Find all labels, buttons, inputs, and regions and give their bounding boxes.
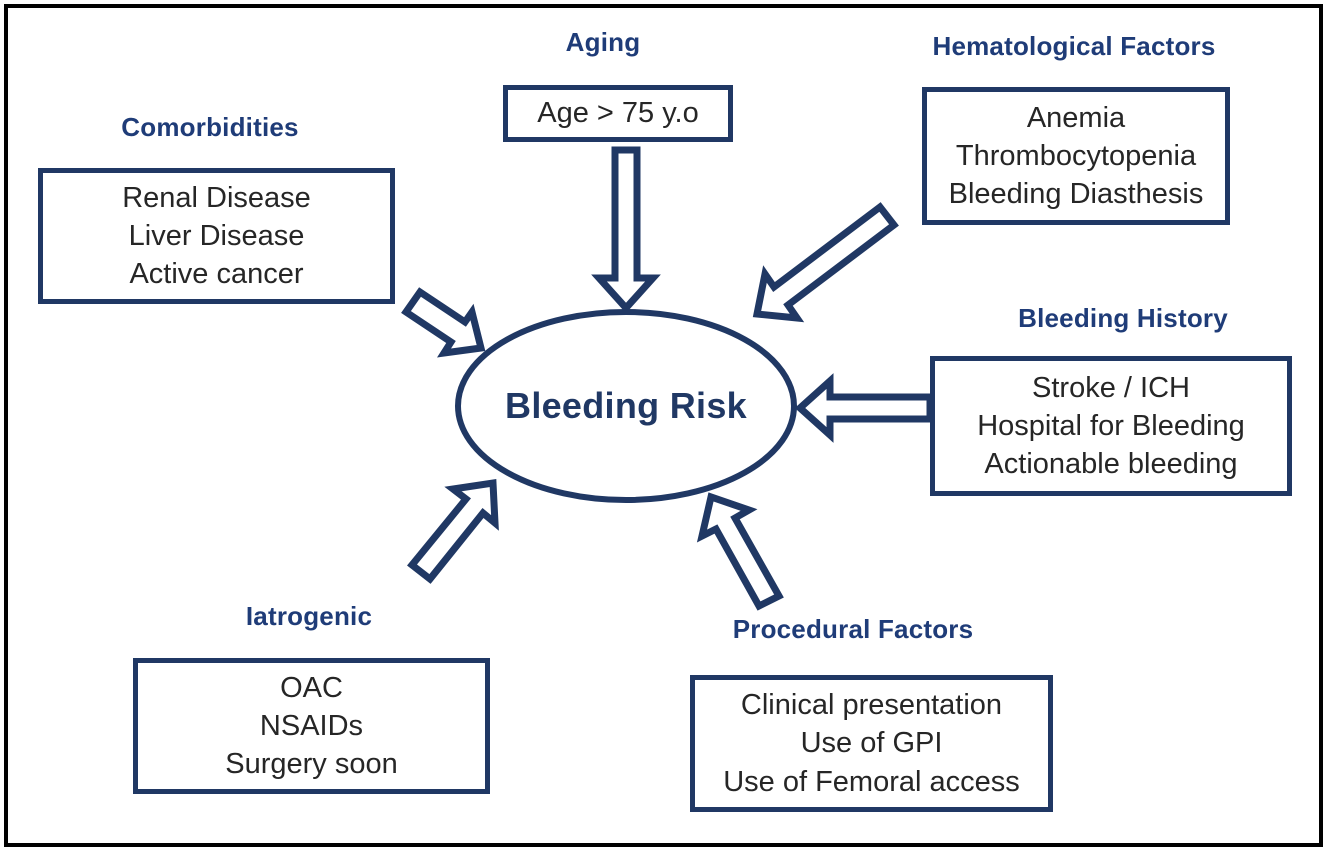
factor-item: OAC [280, 671, 343, 704]
group-label-bleeding-history: Bleeding History [1018, 303, 1228, 333]
factor-item: Thrombocytopenia [955, 139, 1197, 172]
arrow-bleeding-history-to-center [794, 373, 934, 443]
factor-box-aging: Age > 75 y.o [503, 85, 733, 142]
factor-box-procedural: Clinical presentation Use of GPI Use of … [690, 675, 1053, 812]
arrow-procedural-to-center [696, 492, 784, 611]
factor-item: Clinical presentation [740, 689, 1003, 722]
factor-item: Active cancer [129, 258, 304, 291]
factor-item: NSAIDs [259, 709, 364, 742]
factor-item: Bleeding Diasthesis [948, 178, 1204, 211]
factor-item: Use of Femoral access [723, 765, 1020, 798]
factor-box-comorbidities: Renal Disease Liver Disease Active cance… [38, 168, 395, 304]
factor-item: Renal Disease [122, 181, 311, 214]
factor-item: Age > 75 y.o [537, 97, 699, 130]
factor-box-hematological: Anemia Thrombocytopenia Bleeding Diasthe… [922, 87, 1230, 225]
factor-box-iatrogenic: OAC NSAIDs Surgery soon [133, 658, 490, 794]
arrow-comorbidities-to-center [401, 287, 486, 358]
center-label: Bleeding Risk [505, 385, 747, 426]
factor-item: Actionable bleeding [984, 448, 1238, 481]
group-label-aging: Aging [565, 27, 641, 57]
factor-box-bleeding-history: Stroke / ICH Hospital for Bleeding Actio… [930, 356, 1292, 496]
group-label-hematological: Hematological Factors [932, 31, 1216, 61]
factor-item: Anemia [1026, 101, 1126, 134]
factor-item: Liver Disease [128, 219, 305, 252]
arrow-iatrogenic-to-center [407, 478, 499, 584]
group-label-procedural: Procedural Factors [732, 614, 974, 644]
group-label-iatrogenic: Iatrogenic [245, 601, 373, 631]
factor-item: Stroke / ICH [1032, 371, 1190, 404]
factor-item: Surgery soon [225, 748, 398, 781]
center-ellipse [455, 309, 797, 503]
arrow-aging-to-center [591, 146, 661, 314]
factor-item: Use of GPI [800, 727, 943, 760]
arrow-hematological-to-center [752, 202, 899, 323]
factor-item: Hospital for Bleeding [977, 409, 1245, 442]
group-label-comorbidities: Comorbidities [121, 112, 299, 142]
